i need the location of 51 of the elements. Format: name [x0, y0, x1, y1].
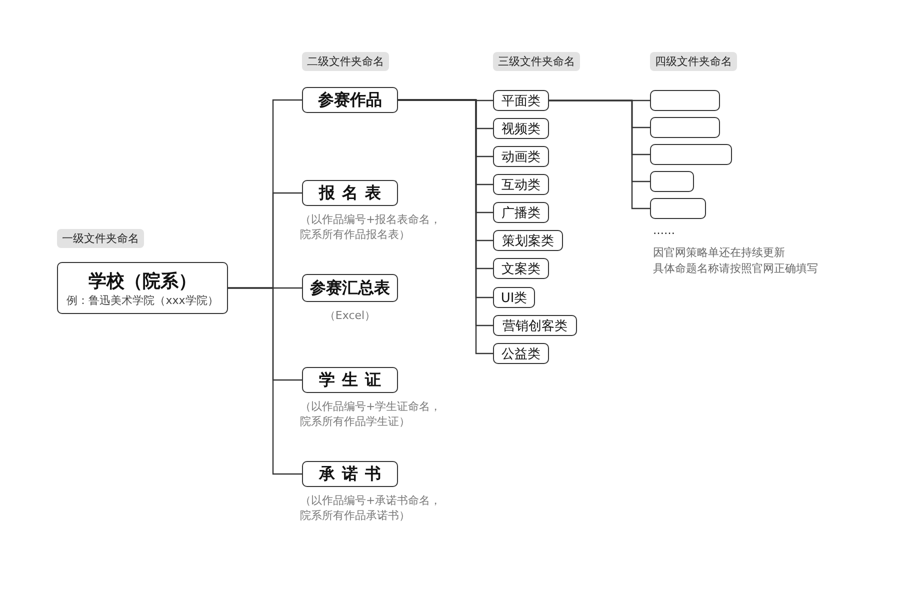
level-heading: 二级文件夹命名 — [302, 52, 389, 71]
example-text: 例：鲁迅美术学院（xxx学院） — [66, 292, 218, 308]
folder-name: 承诺书 — [318, 464, 388, 484]
folder-name: 学生证 — [318, 370, 388, 390]
folder-name: 动画类 — [502, 148, 540, 166]
folder-name: 报名表 — [318, 182, 388, 204]
folder-box — [493, 287, 535, 308]
folder-name: 文案类 — [502, 260, 540, 278]
blank-box — [650, 171, 694, 192]
folder-name: UI类 — [500, 290, 528, 306]
folder-box — [493, 315, 577, 336]
folder-box — [493, 230, 563, 251]
connector-line — [549, 100, 650, 210]
folder-name: 平面类 — [502, 92, 540, 110]
folder-name: 视频类 — [502, 120, 540, 138]
folder-box — [302, 367, 398, 393]
folder-box — [493, 343, 549, 364]
folder-box — [57, 262, 228, 314]
folder-box — [493, 258, 549, 279]
level-heading: 四级文件夹命名 — [650, 52, 737, 71]
folder-note: （Excel） — [323, 308, 377, 323]
blank-box — [650, 117, 720, 138]
folder-name: 策划案类 — [502, 232, 554, 250]
blank-box — [650, 144, 732, 165]
folder-box — [493, 118, 549, 139]
level-heading: 一级文件夹命名 — [57, 229, 144, 248]
folder-name: 营销创客类 — [502, 318, 568, 334]
folder-name: 公益类 — [502, 346, 540, 362]
blank-box — [650, 198, 706, 219]
folder-name: 广播类 — [502, 204, 540, 222]
folder-box — [302, 87, 398, 113]
folder-box — [302, 461, 398, 487]
folder-box — [302, 274, 398, 302]
ellipsis-text: …… — [653, 224, 675, 237]
folder-name: 互动类 — [502, 176, 540, 194]
folder-box — [493, 90, 549, 111]
folder-box — [302, 180, 398, 206]
folder-note: （以作品编号+学生证命名，院系所有作品学生证） — [300, 399, 442, 429]
folder-note: （以作品编号+承诺书命名，院系所有作品承诺书） — [300, 493, 442, 523]
folder-box — [493, 146, 549, 167]
root-folder-name: 学校（院系） — [88, 270, 196, 292]
note-text: 因官网策略单还在持续更新 — [653, 245, 785, 260]
blank-box — [650, 90, 720, 111]
folder-box — [493, 174, 549, 195]
folder-note: （以作品编号+报名表命名，院系所有作品报名表） — [300, 212, 442, 242]
folder-name: 参赛作品 — [318, 90, 382, 110]
level-heading: 三级文件夹命名 — [493, 52, 580, 71]
folder-box — [493, 202, 549, 223]
folder-name: 参赛汇总表 — [310, 278, 390, 298]
note-text: 具体命题名称请按照官网正确填写 — [653, 261, 818, 276]
connector-line — [228, 287, 302, 475]
